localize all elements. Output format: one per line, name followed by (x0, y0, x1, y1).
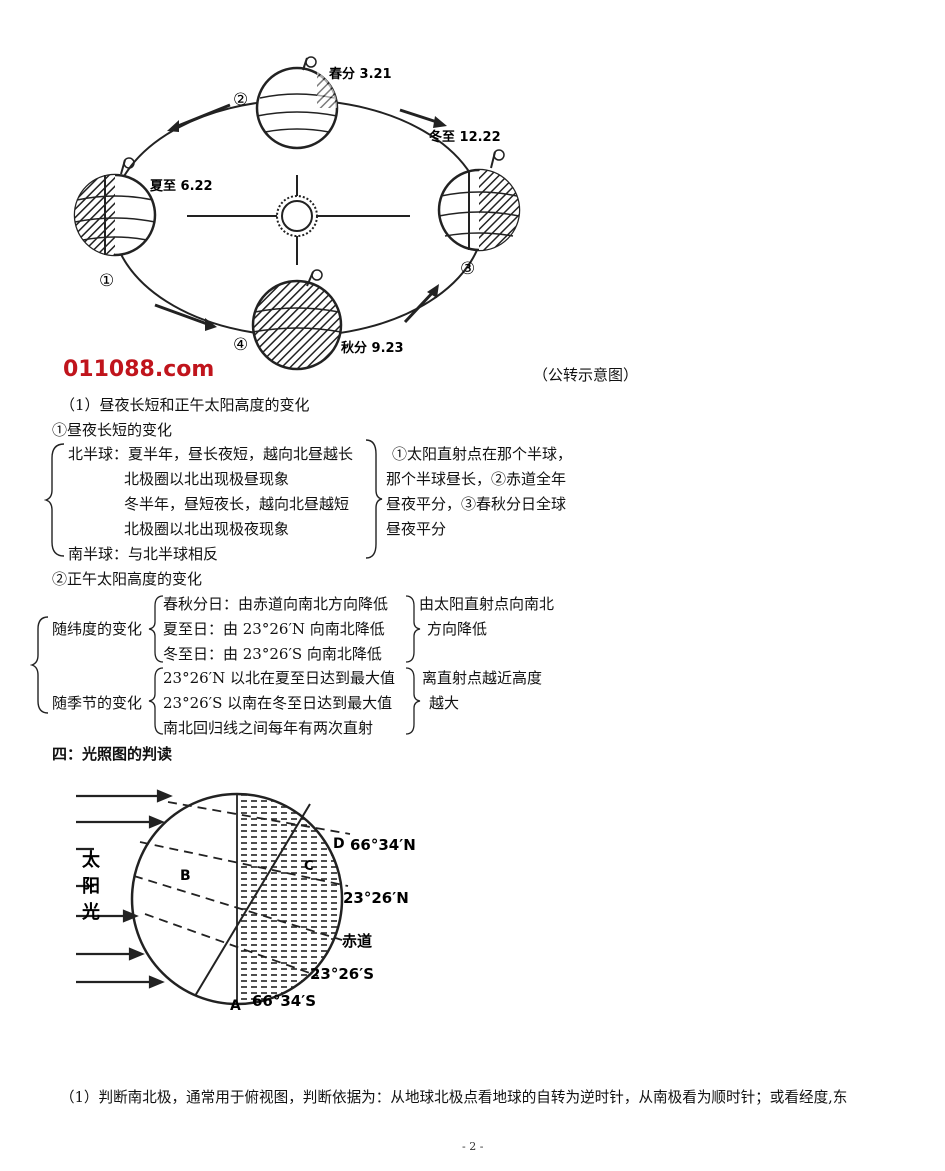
brace-season-right (405, 667, 421, 735)
season-item-1: 23°26′N 以北在夏至日达到最大值 (163, 669, 395, 687)
section1-title: （1）昼夜长短和正午太阳高度的变化 (60, 396, 310, 414)
season-item-2: 23°26′S 以南在冬至日达到最大值 (163, 694, 393, 712)
season-note-1: 离直射点越近高度 (422, 669, 543, 687)
brace-lat (148, 595, 164, 663)
label-autumn: 秋分 9.23 (341, 340, 404, 356)
page-number: - 2 - (462, 1140, 484, 1153)
watermark: 011088.com (63, 357, 214, 382)
lat-66-34-N: 66°34′N (350, 836, 416, 854)
lat-item-2: 夏至日：由 23°26′N 向南北降低 (163, 620, 385, 638)
section1-sub2: ②正午太阳高度的变化 (52, 570, 203, 588)
point-C: C (304, 859, 314, 874)
note-line-3: 昼夜平分，③春秋分日全球 (386, 495, 567, 513)
lat-item-1: 春秋分日：由赤道向南北方向降低 (163, 595, 389, 613)
note-line-4: 昼夜平分 (386, 520, 447, 538)
lat-item-3: 冬至日：由 23°26′S 向南北降低 (163, 645, 382, 663)
globe-autumn-equinox (251, 269, 343, 371)
section4-heading: 四：光照图的判读 (52, 745, 173, 763)
globe-spring-equinox (255, 56, 339, 150)
season-note-2: 越大 (429, 694, 460, 712)
lat-note-2: 方向降低 (427, 620, 488, 638)
section1-sub1: ①昼夜长短的变化 (52, 421, 173, 439)
sun-char-2: 阳 (82, 876, 100, 897)
lat-66-34-S: 66°34′S (252, 992, 316, 1010)
equator-label: 赤道 (342, 932, 372, 950)
revolution-diagram: 春分 3.21 冬至 12.22 夏至 6.22 秋分 9.23 ② ① ③ ④… (63, 56, 521, 382)
brace-season (148, 667, 164, 735)
brace-outer-sunheight (30, 616, 49, 714)
label-num-3: ③ (460, 259, 475, 279)
north-line-3: 冬半年，昼短夜长，越向北昼越短 (124, 495, 350, 513)
north-line-4: 北极圈以北出现极夜现象 (124, 520, 290, 538)
lat-label: 随纬度的变化 (52, 620, 143, 638)
note-line-2: 那个半球昼长，②赤道全年 (386, 470, 567, 488)
section4-bottom-text: （1）判断南北极，通常用于俯视图，判断依据为：从地球北极点看地球的自转为逆时针，… (60, 1089, 848, 1106)
sun-icon (276, 195, 318, 237)
label-num-4: ④ (233, 335, 248, 355)
note-line-1: ①太阳直射点在那个半球， (392, 445, 573, 463)
north-line-2: 北极圈以北出现极昼现象 (124, 470, 290, 488)
globe-winter-solstice (437, 149, 521, 252)
lat-23-26-S: 23°26′S (310, 965, 374, 983)
label-winter: 冬至 12.22 (429, 129, 501, 145)
brace-right-daylength (365, 439, 383, 559)
point-A: A (230, 998, 241, 1014)
point-D: D (333, 836, 345, 852)
label-spring: 春分 3.21 (328, 66, 392, 82)
season-item-3: 南北回归线之间每年有两次直射 (163, 719, 374, 737)
sun-char-1: 太 (82, 849, 101, 871)
south-line: 南半球：与北半球相反 (68, 545, 219, 563)
point-B: B (180, 868, 191, 884)
illumination-diagram: 太 阳 光 D C B A 66°34′N 23°26′N 赤道 23°26′S… (50, 774, 440, 1014)
brace-left-daylength (44, 443, 65, 557)
brace-lat-right (405, 595, 421, 663)
label-summer: 夏至 6.22 (149, 179, 213, 194)
north-line-1: 北半球：夏半年，昼长夜短，越向北昼越长 (68, 445, 354, 463)
label-num-2: ② (233, 90, 248, 110)
lat-note-1: 由太阳直射点向南北 (419, 595, 555, 613)
label-num-1: ① (99, 271, 114, 291)
season-label: 随季节的变化 (52, 694, 143, 712)
globe-summer-solstice (73, 157, 157, 257)
sun-rays (76, 789, 173, 989)
orbit-caption: （公转示意图） (533, 366, 639, 384)
sun-char-3: 光 (81, 901, 100, 923)
lat-23-26-N: 23°26′N (343, 889, 409, 907)
